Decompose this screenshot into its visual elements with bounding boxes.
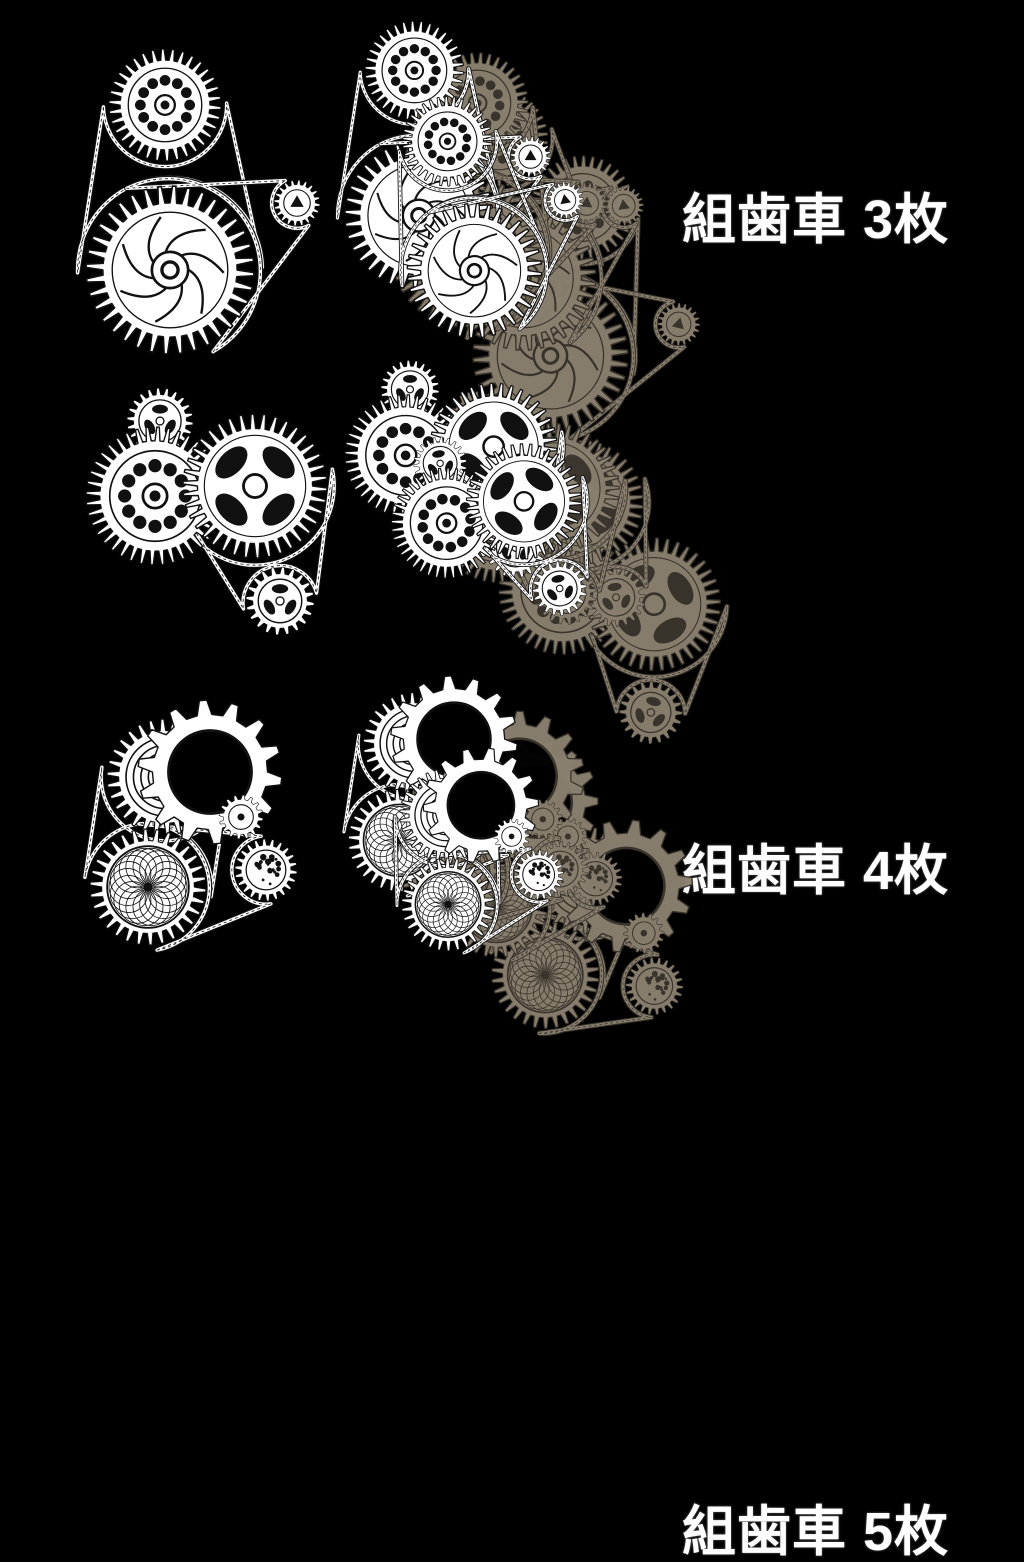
row-label-4: 組歯車 4枚: [682, 841, 950, 901]
stacked-gear-cluster-row-3: [334, 20, 584, 339]
catalog-row-3: 組歯車 3枚: [0, 0, 1024, 442]
front-gear-assembly: [392, 747, 564, 956]
catalog-row-5: 組歯車 5枚: [0, 675, 1024, 1559]
white-gear-cluster-row-4: [85, 387, 338, 636]
row-label-3: 組歯車 3枚: [682, 190, 950, 250]
white-gear-cluster-row-5: [82, 699, 298, 953]
catalog-row-4: 組歯車 4枚: [0, 341, 1024, 898]
stacked-gear-cluster-row-5: [341, 675, 564, 956]
row-label-5: 組歯車 5枚: [682, 1502, 950, 1562]
gear-illustration-row-5: [0, 675, 694, 1036]
gear-illustration-row-4: [0, 341, 730, 745]
white-gear-cluster-row-3: [74, 48, 321, 355]
front-gear-assembly: [396, 96, 584, 339]
stacked-gear-cluster-row-4: [344, 360, 590, 616]
gear-illustration-row-3: [0, 0, 701, 442]
front-gear-assembly: [390, 436, 590, 616]
ghost-gear-assembly: [488, 819, 694, 1036]
